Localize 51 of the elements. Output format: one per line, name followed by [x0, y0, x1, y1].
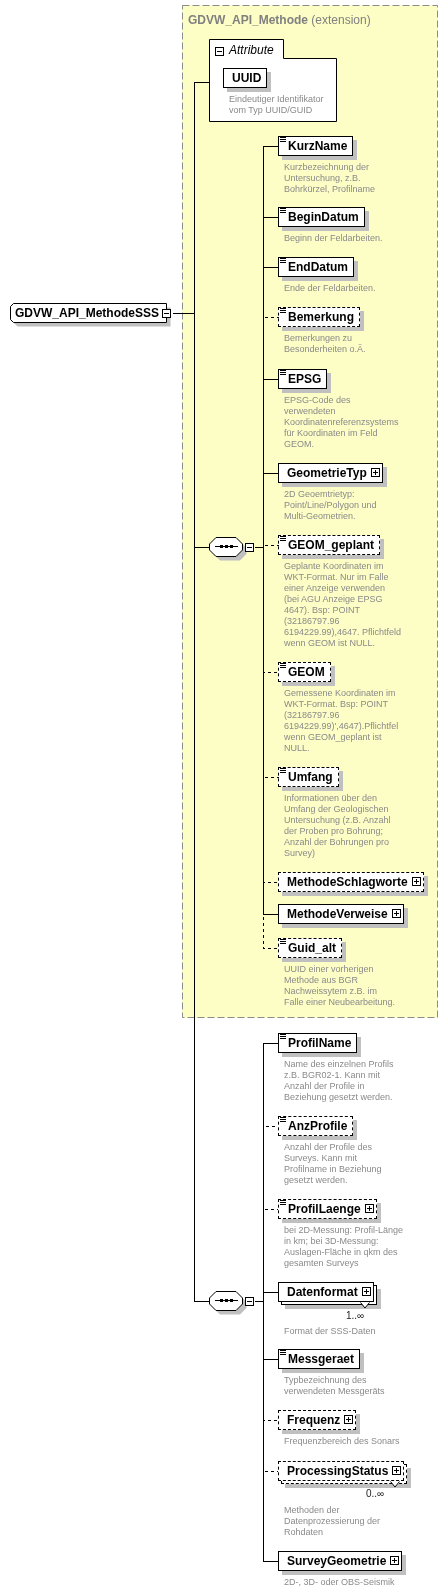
element-name: ProcessingStatus — [287, 1464, 389, 1478]
element-name: SurveyGeometrie — [287, 1554, 387, 1568]
element-name: EPSG — [288, 372, 322, 386]
description-text: Typbezeichnung des verwendeten Messgeräts — [284, 1375, 386, 1397]
element-name: MethodeVerweise — [287, 907, 388, 921]
element-name: Bemerkung — [288, 310, 355, 324]
element-name: Datenformat — [287, 1285, 358, 1299]
element-name: GDVW_API_MethodeSSS — [15, 305, 160, 322]
description-text: Name des einzelnen Profils z.B. BGR02-1. Kann mit Anzahl der Profile in Beziehung gesetzt werden. — [284, 1059, 395, 1103]
group-label: Attribute — [229, 43, 274, 57]
description-text: 2D Geoemtrietyp: Point/Line/Polygon und Multi-Geometrien. — [284, 489, 378, 522]
element-name: UUID — [232, 71, 262, 85]
description-text: Ende der Feldarbeiten. — [284, 283, 377, 294]
element-name: Guid_alt — [288, 941, 336, 955]
element-name: Frequenz — [287, 1413, 341, 1427]
element-name: BeginDatum — [288, 210, 359, 224]
description-text: Format der SSS-Daten — [284, 1326, 377, 1337]
element-name: Umfang — [288, 770, 333, 784]
element-name: ProfilLaenge — [288, 1202, 361, 1216]
root-element-box — [10, 303, 172, 327]
description-text: Anzahl der Profile des Surveys. Kann mit Profilname in Beziehung gesetzt werden. — [284, 1142, 383, 1186]
description-text: Frequenzbereich des Sonars — [284, 1436, 401, 1447]
description-text: UUID einer vorherigen Methode aus BGR Nachweissytem z.B. im Falle einer Neubearbeitung. — [284, 964, 397, 1008]
element-name: EndDatum — [288, 260, 348, 274]
description-text: Bemerkungen zu Besonderheiten o.Ä. — [284, 333, 367, 355]
element-name: GEOM — [288, 665, 325, 679]
description-text: Kurzbezeichnung der Untersuchung, z.B. Bohrkürzel, Profilname — [284, 162, 377, 195]
description-text: Informationen über den Umfang der Geologischen Untersuchung (z.B. Anzahl der Proben pro Bohrung; Anzahl der Bohrungen pro Survey) — [284, 793, 392, 859]
element-name: ProfilName — [288, 1036, 352, 1050]
element-name: MethodeSchlagworte — [287, 875, 408, 889]
connector-line — [254, 1301, 279, 1562]
multiplicity-label: 0..∞ — [366, 1488, 385, 1500]
type-title: GDVW_API_Methode (extension) — [188, 13, 371, 27]
description-text: Beginn der Feldarbeiten. — [284, 233, 384, 244]
extension-type-panel — [182, 5, 438, 1018]
description-text: 2D-, 3D- oder OBS-Seismik — [284, 1577, 396, 1588]
description-text: Eindeutiger Identifikator vom Typ UUID/GUID — [229, 94, 325, 116]
description-text: Gemessene Koordinaten im WKT-Format. Bsp: POINT (32186797.96 6194229.99)',4647).Pflichtfel wenn GEOM_geplant ist NULL. — [284, 688, 400, 754]
description-text: bei 2D-Messung: Profil-Länge in km; bei 3D-Messung: Auslagen-Fläche in qkm des gesamten Surveys — [284, 1225, 405, 1269]
description-text: EPSG-Code des verwendeten Koordinatenreferenzsystems für Koordinaten im Feld GEOM. — [284, 395, 400, 450]
sequence-octagon — [209, 1291, 254, 1315]
multiplicity-label: 1..∞ — [346, 1310, 365, 1322]
description-text: Methoden der Datenprozessierung der Rohdaten — [284, 1505, 382, 1538]
element-name: GeometrieTyp — [287, 466, 367, 480]
element-name: GEOM_geplant — [288, 538, 374, 552]
description-text: Geplante Koordinaten im WKT-Format. Nur im Falle einer Anzeige verwenden (bei AGU Anzeige EPSG 4647). Bsp: POINT (32186797.96 6194229.99),4647. Pflichtfeld wenn GEOM ist NULL. — [284, 561, 402, 649]
element-name: Messgeraet — [288, 1352, 355, 1366]
attribute-group-box — [209, 39, 337, 122]
element-name: KurzName — [288, 139, 348, 153]
sequence-octagon — [209, 537, 254, 561]
element-name: AnzProfile — [288, 1119, 348, 1133]
